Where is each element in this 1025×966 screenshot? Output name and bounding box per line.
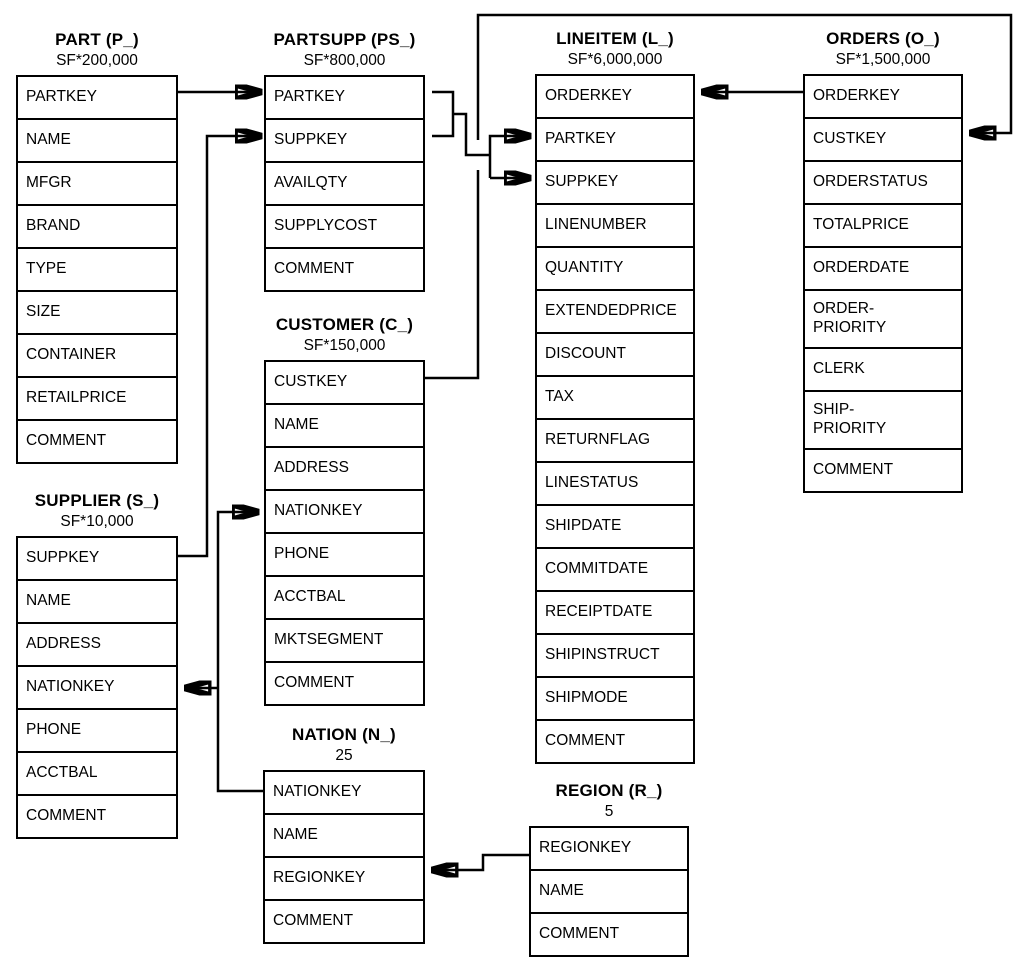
table-lineitem-column-commitdate: COMMITDATE [535, 547, 695, 592]
table-lineitem-column-partkey: PARTKEY [535, 117, 695, 162]
table-part-cardinality: SF*200,000 [56, 52, 138, 69]
table-region-column-comment: COMMENT [529, 912, 689, 957]
table-part-column-size: SIZE [16, 290, 178, 335]
table-part-column-mfgr: MFGR [16, 161, 178, 206]
table-nation-column-name: NAME [263, 813, 425, 858]
table-supplier-title: SUPPLIER (S_) [34, 491, 160, 510]
table-region-cardinality: 5 [604, 803, 614, 820]
table-lineitem-column-linenumber: LINENUMBER [535, 203, 695, 248]
table-nation-cardinality: 25 [335, 747, 353, 764]
table-orders-column-order-priority: ORDER- PRIORITY [803, 289, 963, 349]
fk-line-region-regionkey-to-nation-regionkey [432, 853, 529, 870]
table-supplier-column-suppkey: SUPPKEY [16, 536, 178, 581]
table-customer-column-custkey: CUSTKEY [264, 360, 425, 405]
table-partsupp-column-availqty: AVAILQTY [264, 161, 425, 206]
table-orders-column-orderdate: ORDERDATE [803, 246, 963, 291]
table-part-column-brand: BRAND [16, 204, 178, 249]
table-supplier-column-phone: PHONE [16, 708, 178, 753]
table-supplier-column-nationkey: NATIONKEY [16, 665, 178, 710]
table-lineitem-column-shipinstruct: SHIPINSTRUCT [535, 633, 695, 678]
table-lineitem-cardinality: SF*6,000,000 [567, 51, 663, 68]
table-supplier-column-address: ADDRESS [16, 622, 178, 667]
table-orders-column-custkey: CUSTKEY [803, 117, 963, 162]
table-orders-column-clerk: CLERK [803, 347, 963, 392]
table-nation-column-nationkey: NATIONKEY [263, 770, 425, 815]
table-customer-column-acctbal: ACCTBAL [264, 575, 425, 620]
fk-line-partsupp-keys-merge [453, 112, 490, 157]
table-customer-column-address: ADDRESS [264, 446, 425, 491]
table-lineitem-column-linestatus: LINESTATUS [535, 461, 695, 506]
table-region-column-regionkey: REGIONKEY [529, 826, 689, 871]
table-lineitem-column-orderkey: ORDERKEY [535, 74, 695, 119]
table-supplier-cardinality: SF*10,000 [60, 513, 134, 530]
table-orders-column-totalprice: TOTALPRICE [803, 203, 963, 248]
table-lineitem-title: LINEITEM (L_) [556, 29, 674, 48]
table-lineitem-column-discount: DISCOUNT [535, 332, 695, 377]
fk-line-partsupp-to-lineitem-partkey-arrow [488, 136, 530, 178]
table-partsupp-column-suppkey: SUPPKEY [264, 118, 425, 163]
fk-line-partsupp-keys-bracket [432, 90, 455, 138]
table-supplier-column-comment: COMMENT [16, 794, 178, 839]
table-partsupp-title: PARTSUPP (PS_) [273, 30, 416, 49]
table-partsupp-column-partkey: PARTKEY [264, 75, 425, 120]
table-lineitem-column-receiptdate: RECEIPTDATE [535, 590, 695, 635]
table-part-column-partkey: PARTKEY [16, 75, 178, 120]
table-customer-column-mktsegment: MKTSEGMENT [264, 618, 425, 663]
table-supplier-column-acctbal: ACCTBAL [16, 751, 178, 796]
table-customer-cardinality: SF*150,000 [303, 337, 386, 354]
table-partsupp-cardinality: SF*800,000 [303, 52, 386, 69]
table-lineitem-column-comment: COMMENT [535, 719, 695, 764]
table-lineitem-column-suppkey: SUPPKEY [535, 160, 695, 205]
table-part-column-container: CONTAINER [16, 333, 178, 378]
table-customer-column-phone: PHONE [264, 532, 425, 577]
table-customer-column-comment: COMMENT [264, 661, 425, 706]
table-nation-title: NATION (N_) [292, 725, 396, 744]
table-orders-column-comment: COMMENT [803, 448, 963, 493]
table-lineitem-column-shipdate: SHIPDATE [535, 504, 695, 549]
table-customer-column-nationkey: NATIONKEY [264, 489, 425, 534]
table-customer-title: CUSTOMER (C_) [275, 315, 414, 334]
table-lineitem-column-shipmode: SHIPMODE [535, 676, 695, 721]
table-lineitem-column-extendedprice: EXTENDEDPRICE [535, 289, 695, 334]
table-nation-column-regionkey: REGIONKEY [263, 856, 425, 901]
table-lineitem-column-quantity: QUANTITY [535, 246, 695, 291]
table-orders-title: ORDERS (O_) [826, 29, 940, 48]
table-orders-column-orderkey: ORDERKEY [803, 74, 963, 119]
table-lineitem-column-tax: TAX [535, 375, 695, 420]
table-orders-column-ship-priority: SHIP- PRIORITY [803, 390, 963, 450]
table-partsupp-column-comment: COMMENT [264, 247, 425, 292]
table-part-column-comment: COMMENT [16, 419, 178, 464]
table-nation-column-comment: COMMENT [263, 899, 425, 944]
table-part-column-retailprice: RETAILPRICE [16, 376, 178, 421]
table-part-column-type: TYPE [16, 247, 178, 292]
table-part-title: PART (P_) [55, 30, 139, 49]
table-region-title: REGION (R_) [555, 781, 663, 800]
table-partsupp-column-supplycost: SUPPLYCOST [264, 204, 425, 249]
table-customer-column-name: NAME [264, 403, 425, 448]
table-orders-column-orderstatus: ORDERSTATUS [803, 160, 963, 205]
table-supplier-column-name: NAME [16, 579, 178, 624]
table-region-column-name: NAME [529, 869, 689, 914]
table-part-column-name: NAME [16, 118, 178, 163]
table-lineitem-column-returnflag: RETURNFLAG [535, 418, 695, 463]
table-orders-cardinality: SF*1,500,000 [835, 51, 931, 68]
